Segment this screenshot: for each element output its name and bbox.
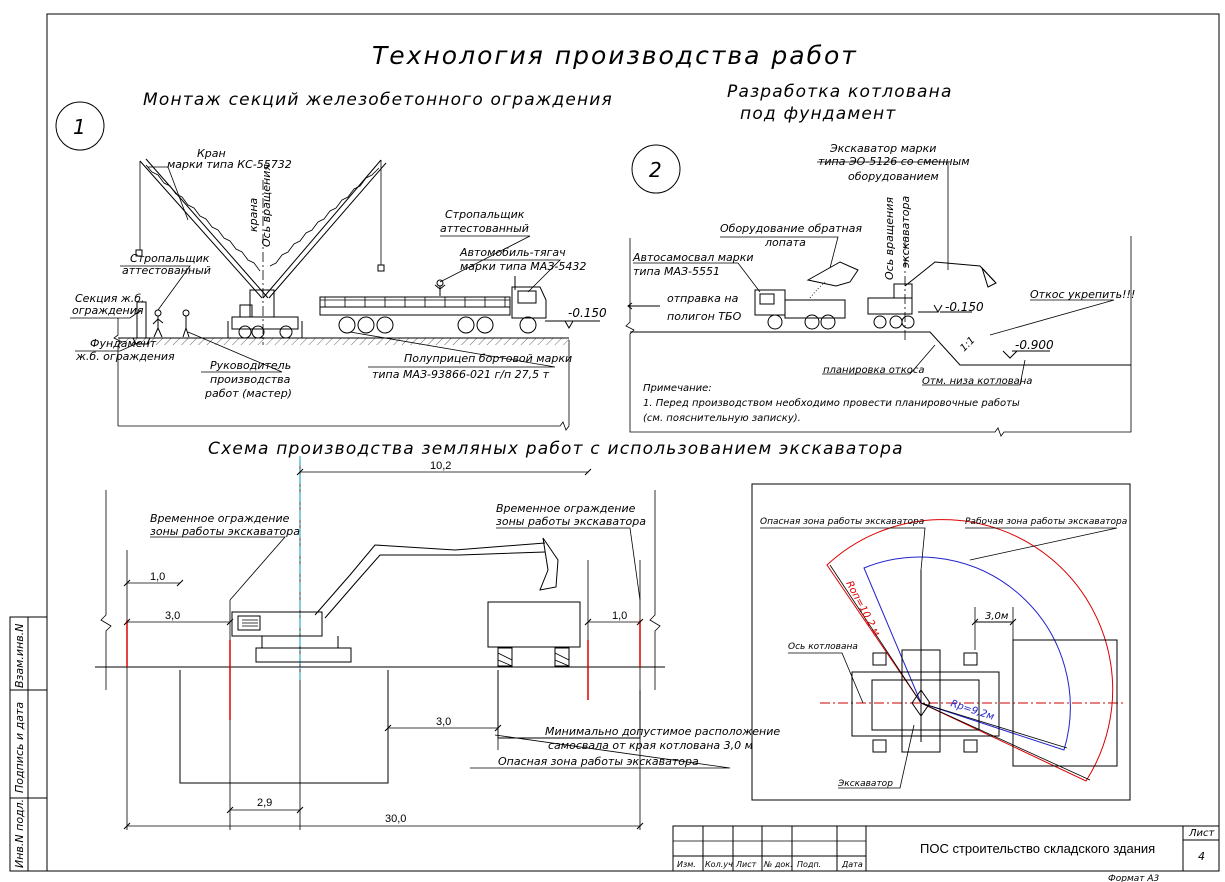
- plan-danger-zone-label: Опасная зона работы экскаватора: [760, 517, 924, 527]
- plan-excavator-label: Экскаватор: [837, 779, 893, 789]
- stamp-col-list: Лист: [735, 860, 757, 869]
- stamp-col-podp: Подп.: [797, 860, 821, 869]
- pit-level1: -0.150: [945, 300, 984, 314]
- pit-note-line1: 1. Перед производством необходимо провес…: [643, 397, 1020, 409]
- foreman-label-3: работ (мастер): [204, 387, 292, 400]
- foreman-label-1: Руководитель: [210, 359, 291, 372]
- danger-zone-label: Опасная зона работы экскаватора: [498, 755, 699, 768]
- pit-slope-ratio: 1:1: [958, 335, 977, 354]
- plan-dim-3: 3,0м: [985, 611, 1009, 622]
- crane-axis-label-2: Ось вращения: [260, 164, 273, 247]
- dim-1-left: 1,0: [150, 571, 165, 583]
- stamp-col-data: Дата: [841, 860, 863, 869]
- dim-3-mid: 3,0: [436, 716, 451, 728]
- pit-truck-label-2: типа МАЗ-5551: [633, 265, 720, 278]
- section3-title: Схема производства земляных работ с испо…: [208, 439, 904, 459]
- pit-axis-label-2: экскаватора: [899, 196, 912, 268]
- pit-equip-label-2: лопата: [764, 236, 806, 249]
- pit-note-line2: (см. пояснительную записку).: [643, 413, 801, 424]
- section2-number: 2: [649, 158, 662, 182]
- stamp-col-ndok: № док.: [763, 860, 793, 869]
- section1-title: Монтаж секций железобетонного ограждения: [143, 90, 613, 110]
- section-label-1: Секция ж.б.: [75, 292, 145, 305]
- pit-level2: -0.900: [1015, 338, 1054, 352]
- plan-view: [751, 483, 1131, 801]
- pit-bottom-label: Отм. низа котлована: [922, 376, 1032, 387]
- min-distance-label-2: самосвала от края котлована 3,0 м: [548, 739, 753, 752]
- stamp-sheet-number: 4: [1198, 850, 1205, 863]
- crane-label-1: Кран: [197, 147, 226, 160]
- crane-axis-label-1: крана: [247, 197, 260, 232]
- foundation-label-1: Фундамент: [90, 337, 157, 350]
- section2-title-line2: под фундамент: [740, 104, 896, 124]
- pit-slope-label: Откос укрепить!!!: [1030, 288, 1135, 301]
- pit-send-label-1: отправка на: [667, 292, 739, 305]
- montage-level: -0.150: [568, 306, 607, 320]
- pit-axis-label-1: Ось вращения: [883, 197, 896, 280]
- fence-left-label-2: зоны работы экскаватора: [150, 525, 300, 538]
- stamp-col-izm: Изм.: [677, 860, 696, 869]
- section1-number: 1: [73, 115, 86, 139]
- pit-truck-label-1: Автосамосвал марки: [632, 251, 754, 264]
- trailer-label-2: типа МАЗ-93866-021 г/п 27,5 т: [372, 368, 550, 381]
- stamp-sheet-label: Лист: [1188, 828, 1216, 839]
- tractor-label-1: Автомобиль-тягач: [459, 246, 566, 259]
- scheme-drawing: [95, 456, 731, 830]
- side-podpis: Подпись и дата: [13, 702, 26, 793]
- dim-10-2: 10,2: [430, 460, 451, 472]
- plan-r-danger: Rоп=10,2 м: [843, 579, 882, 638]
- stamp-col-koluch: Кол.уч: [705, 860, 733, 869]
- dim-2-9: 2,9: [257, 797, 272, 809]
- dim-1-right: 1,0: [612, 610, 627, 622]
- slinger1-label-2: аттестованный: [122, 264, 211, 277]
- sheet-frame: [46, 13, 1220, 872]
- fence-left-label-1: Временное ограждение: [150, 512, 290, 525]
- trailer-label-1: Полуприцеп бортовой марки: [404, 352, 572, 365]
- title-block: [672, 825, 1220, 872]
- dim-3-left: 3,0: [165, 610, 180, 622]
- min-distance-label-1: Минимально допустимое расположение: [545, 725, 780, 738]
- section-label-2: ограждения: [72, 304, 144, 317]
- stamp-format: Формат А3: [1108, 874, 1160, 882]
- fence-right-label-2: зоны работы экскаватора: [496, 515, 646, 528]
- crane-label-2: марки типа КС-55732: [167, 158, 292, 171]
- pit-excavator-label-3: оборудованием: [848, 170, 939, 183]
- section2-number-circle: [631, 144, 681, 194]
- section1-number-circle: [55, 101, 105, 151]
- pit-planning-label: планировка откоса: [823, 365, 925, 376]
- plan-work-zone-label: Рабочая зона работы экскаватора: [965, 517, 1127, 527]
- slinger2-label-1: Стропальщик: [445, 208, 525, 221]
- side-stamp: Взам.инв.N Подпись и дата Инв.N подл.: [9, 616, 48, 872]
- pit-note-title: Примечание:: [643, 383, 712, 394]
- pit-send-label-2: полигон ТБО: [667, 310, 742, 323]
- pit-equip-label-1: Оборудование обратная: [720, 222, 862, 235]
- side-vzam: Взам.инв.N: [13, 624, 26, 688]
- fence-right-label-1: Временное ограждение: [496, 502, 636, 515]
- plan-axis-label: Ось котлована: [788, 642, 858, 652]
- foundation-label-2: ж.б. ограждения: [75, 350, 175, 363]
- pit-excavator-label-1: Экскаватор марки: [829, 142, 936, 155]
- montage-drawing: [70, 158, 600, 431]
- tractor-label-2: марки типа МАЗ-5432: [460, 260, 586, 273]
- slinger2-label-2: аттестованный: [440, 222, 529, 235]
- main-title: Технология производства работ: [372, 41, 858, 70]
- side-invn: Инв.N подл.: [13, 799, 26, 868]
- dim-30: 30,0: [385, 813, 406, 825]
- foreman-label-2: производства: [210, 373, 291, 386]
- pit-excavator-label-2: типа ЭО-5126 со сменным: [818, 155, 970, 168]
- stamp-title: ПОС строительство складского здания: [920, 841, 1155, 856]
- section2-title-line1: Разработка котлована: [727, 82, 953, 102]
- slinger1-label-1: Стропальщик: [130, 252, 210, 265]
- pit-drawing: [625, 161, 1132, 437]
